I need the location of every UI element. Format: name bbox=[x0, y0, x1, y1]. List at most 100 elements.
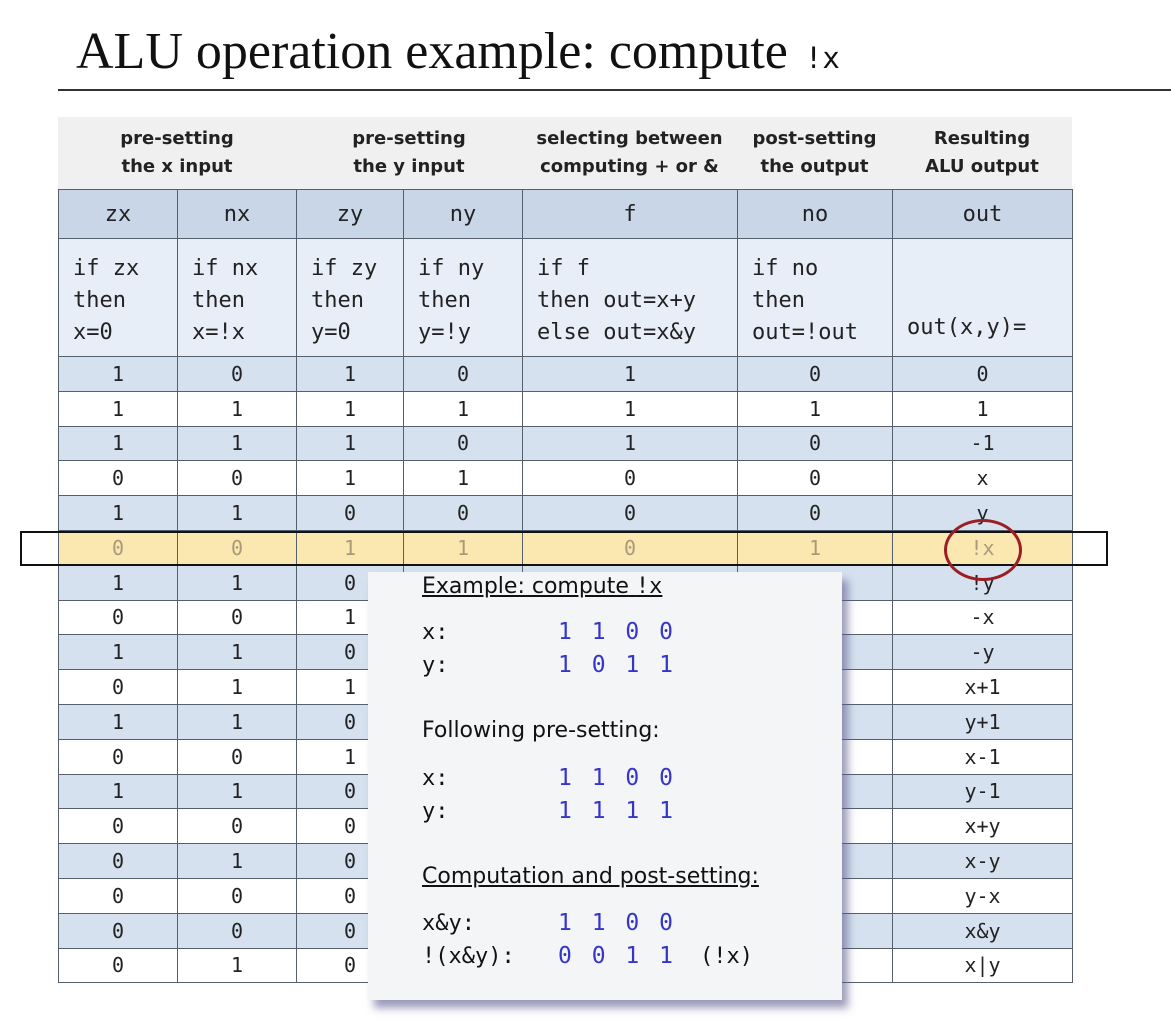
column-header-ny: ny bbox=[403, 189, 523, 239]
cell-zx: 0 bbox=[58, 912, 178, 949]
cell-zx: 1 bbox=[58, 634, 178, 671]
cell-ny: 0 bbox=[403, 425, 523, 462]
popup-y-label: y: bbox=[422, 653, 449, 678]
cell-zx: 0 bbox=[58, 460, 178, 497]
cell-nx: 0 bbox=[177, 599, 297, 636]
description-out: out(x,y)= bbox=[892, 238, 1073, 357]
cell-out: -x bbox=[892, 599, 1073, 636]
description-no: if no then out=!out bbox=[737, 238, 893, 357]
description-f: if f then out=x+y else out=x&y bbox=[522, 238, 738, 357]
cell-out: x+y bbox=[892, 808, 1073, 845]
column-header-out: out bbox=[892, 189, 1073, 239]
slide-title-code: !x bbox=[804, 41, 840, 75]
cell-ny: 0 bbox=[403, 495, 523, 531]
popup-y-value: 1 0 1 1 bbox=[558, 652, 676, 678]
cell-nx: 1 bbox=[177, 564, 297, 601]
highlighted-row-frame bbox=[20, 531, 1108, 566]
cell-nx: 0 bbox=[177, 912, 297, 949]
column-header-f: f bbox=[522, 189, 738, 239]
description-ny: if ny then y=!y bbox=[403, 238, 523, 357]
cell-out: y-x bbox=[892, 877, 1073, 914]
cell-out: x bbox=[892, 460, 1073, 497]
result-circle-annotation bbox=[944, 519, 1022, 581]
cell-nx: 0 bbox=[177, 460, 297, 497]
cell-ny: 1 bbox=[403, 390, 523, 427]
column-header-nx: nx bbox=[177, 189, 297, 239]
description-zx: if zx then x=0 bbox=[58, 238, 178, 357]
cell-out: x+1 bbox=[892, 669, 1073, 705]
cell-ny: 1 bbox=[403, 460, 523, 497]
popup-preset-x-label: x: bbox=[422, 766, 449, 791]
cell-ny: 1 bbox=[403, 529, 523, 566]
cell-out: y+1 bbox=[892, 703, 1073, 740]
popup-and-value: 1 1 0 0 bbox=[558, 910, 676, 936]
cell-zy: 1 bbox=[296, 356, 404, 392]
cell-nx: 1 bbox=[177, 703, 297, 740]
cell-zx: 0 bbox=[58, 808, 178, 845]
cell-nx: 1 bbox=[177, 669, 297, 705]
control-bit-header-row: zx nx zy ny f no out bbox=[58, 189, 1073, 239]
cell-nx: 1 bbox=[177, 773, 297, 810]
cell-f: 1 bbox=[522, 390, 738, 427]
cell-zx: 0 bbox=[58, 599, 178, 636]
cell-nx: 1 bbox=[177, 425, 297, 462]
popup-not-note: (!x) bbox=[700, 944, 753, 969]
title-divider bbox=[58, 89, 1171, 91]
cell-nx: 1 bbox=[177, 495, 297, 531]
cell-out: x-y bbox=[892, 843, 1073, 879]
cell-zx: 1 bbox=[58, 564, 178, 601]
cell-zx: 1 bbox=[58, 703, 178, 740]
description-zy: if zy then y=0 bbox=[296, 238, 404, 357]
popup-x-value: 1 1 0 0 bbox=[558, 619, 676, 645]
cell-zy: 0 bbox=[296, 495, 404, 531]
cell-nx: 1 bbox=[177, 947, 297, 984]
cell-nx: 1 bbox=[177, 390, 297, 427]
cell-no: 0 bbox=[737, 356, 893, 392]
cell-nx: 1 bbox=[177, 843, 297, 879]
cell-nx: 0 bbox=[177, 356, 297, 392]
cell-out: x|y bbox=[892, 947, 1073, 984]
cell-nx: 0 bbox=[177, 529, 297, 566]
cell-zx: 0 bbox=[58, 877, 178, 914]
popup-x-label: x: bbox=[422, 620, 449, 645]
cell-nx: 1 bbox=[177, 634, 297, 671]
column-header-zy: zy bbox=[296, 189, 404, 239]
popup-not-value: 0 0 1 1 bbox=[558, 943, 676, 969]
cell-nx: 0 bbox=[177, 738, 297, 775]
popup-heading-presetting: Following pre-setting: bbox=[422, 718, 660, 743]
cell-f: 0 bbox=[522, 460, 738, 497]
column-header-no: no bbox=[737, 189, 893, 239]
cell-zx: 1 bbox=[58, 773, 178, 810]
cell-f: 1 bbox=[522, 425, 738, 462]
cell-zy: 1 bbox=[296, 390, 404, 427]
cell-zy: 1 bbox=[296, 460, 404, 497]
cell-ny: 0 bbox=[403, 356, 523, 392]
cell-zy: 1 bbox=[296, 425, 404, 462]
cell-f: 1 bbox=[522, 356, 738, 392]
cell-out: -y bbox=[892, 634, 1073, 671]
cell-zx: 0 bbox=[58, 947, 178, 984]
cell-out: 0 bbox=[892, 356, 1073, 392]
description-row: if zx then x=0 if nx then x=!x if zy the… bbox=[58, 238, 1073, 357]
cell-out: x-1 bbox=[892, 738, 1073, 775]
cell-out: y-1 bbox=[892, 773, 1073, 810]
popup-preset-x-value: 1 1 0 0 bbox=[558, 765, 676, 791]
popup-not-label: !(x&y): bbox=[422, 944, 515, 969]
cell-zx: 0 bbox=[58, 738, 178, 775]
popup-heading-example: Example: compute !x bbox=[422, 574, 663, 599]
cell-no: 1 bbox=[737, 390, 893, 427]
cell-zx: 1 bbox=[58, 425, 178, 462]
cell-out: -1 bbox=[892, 425, 1073, 462]
cell-zx: 1 bbox=[58, 495, 178, 531]
cell-f: 0 bbox=[522, 529, 738, 566]
